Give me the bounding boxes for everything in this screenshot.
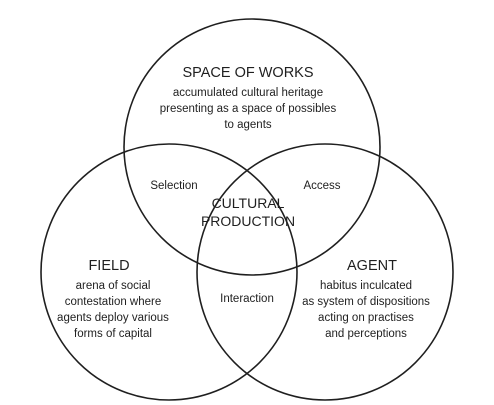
- circle-space-of-works: [123, 18, 381, 276]
- circle-agent: [196, 143, 454, 401]
- field-line-4: forms of capital: [74, 328, 152, 340]
- space-of-works-title: SPACE OF WORKS: [182, 65, 313, 81]
- center-label-line-1: CULTURAL: [212, 195, 285, 211]
- overlap-interaction-label: Interaction: [220, 293, 274, 305]
- overlap-access-label: Access: [303, 180, 340, 192]
- field-title: FIELD: [88, 258, 129, 274]
- space-of-works-line-2: presenting as a space of possibles: [160, 103, 337, 115]
- agent-line-3: acting on practises: [318, 312, 414, 324]
- center-label-line-2: PRODUCTION: [201, 213, 295, 229]
- circle-field: [40, 143, 298, 401]
- field-line-1: arena of social: [76, 280, 151, 292]
- space-of-works-line-1: accumulated cultural heritage: [173, 87, 323, 99]
- overlap-selection-label: Selection: [150, 180, 197, 192]
- agent-line-4: and perceptions: [325, 328, 407, 340]
- field-line-3: agents deploy various: [57, 312, 169, 324]
- agent-line-1: habitus inculcated: [320, 280, 412, 292]
- space-of-works-line-3: to agents: [224, 119, 272, 131]
- agent-title: AGENT: [347, 258, 397, 274]
- agent-line-2: as system of dispositions: [302, 296, 430, 308]
- field-line-2: contestation where: [65, 296, 162, 308]
